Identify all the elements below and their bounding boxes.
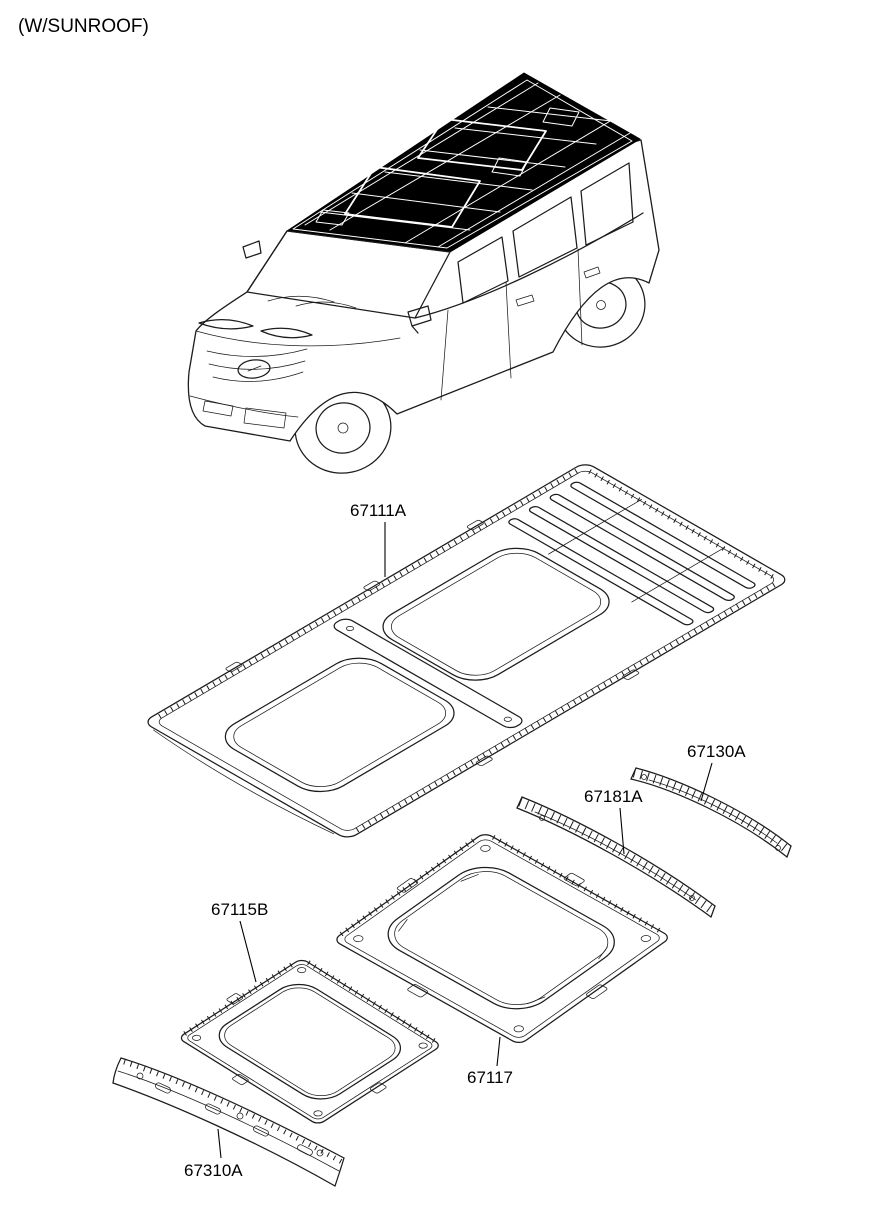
quarter-window bbox=[580, 162, 634, 246]
headlamp-right bbox=[260, 327, 313, 339]
sunroof-frame-rear-drawing bbox=[321, 825, 683, 1053]
sunroof-variant-note: (W/SUNROOF) bbox=[18, 16, 149, 37]
side-mirror bbox=[407, 305, 432, 334]
leader-line bbox=[239, 920, 257, 983]
rear-roof-rail-drawing bbox=[630, 767, 792, 858]
leader-line bbox=[619, 807, 625, 855]
beltline bbox=[414, 212, 644, 319]
far-side-mirror bbox=[242, 240, 262, 259]
leader-line bbox=[496, 1036, 501, 1067]
van-body-outline bbox=[187, 139, 660, 442]
sunroof-glass-rear-outline bbox=[417, 118, 547, 171]
part-number-label: 67130A bbox=[687, 742, 746, 761]
rear-rib bbox=[548, 493, 736, 601]
part-number-label: 67310A bbox=[184, 1161, 243, 1180]
headlamp-left bbox=[198, 319, 254, 330]
van-illustration bbox=[187, 72, 660, 474]
part-number-label: 67181A bbox=[584, 787, 643, 806]
bumper-line bbox=[189, 395, 299, 418]
rear-rib bbox=[569, 481, 757, 589]
rear-rib bbox=[507, 518, 695, 626]
fog-lamp bbox=[202, 400, 234, 417]
hood-line bbox=[195, 330, 401, 347]
front-door-window bbox=[457, 236, 509, 304]
part-labels: 67111A 67130A 67181A 67115B 67117 67310A bbox=[184, 501, 746, 1180]
van-roof-frame-lines bbox=[292, 79, 633, 249]
brand-logo bbox=[237, 359, 271, 379]
door-handle bbox=[515, 294, 535, 307]
part-number-label: 67115B bbox=[211, 900, 268, 919]
sunroof-opening-front bbox=[212, 651, 467, 800]
center-roof-rail-drawing bbox=[516, 796, 716, 918]
sunroof-glass-front-outline bbox=[344, 166, 481, 228]
license-plate bbox=[243, 407, 287, 429]
sliding-door-window bbox=[512, 196, 578, 278]
door-handle bbox=[583, 266, 601, 279]
center-crossmember bbox=[330, 617, 526, 730]
grille-lines bbox=[206, 348, 308, 382]
part-number-label: 67111A bbox=[350, 501, 407, 520]
front-roof-rail-drawing bbox=[112, 1057, 345, 1187]
part-number-label: 67117 bbox=[467, 1068, 513, 1087]
sunroof-opening-rear bbox=[370, 541, 622, 688]
roof-panel-drawing bbox=[133, 459, 795, 845]
rear-rib bbox=[528, 505, 716, 613]
leader-line bbox=[217, 1128, 222, 1159]
leader-line bbox=[700, 762, 713, 802]
sunroof-frame-front-drawing bbox=[166, 955, 447, 1132]
